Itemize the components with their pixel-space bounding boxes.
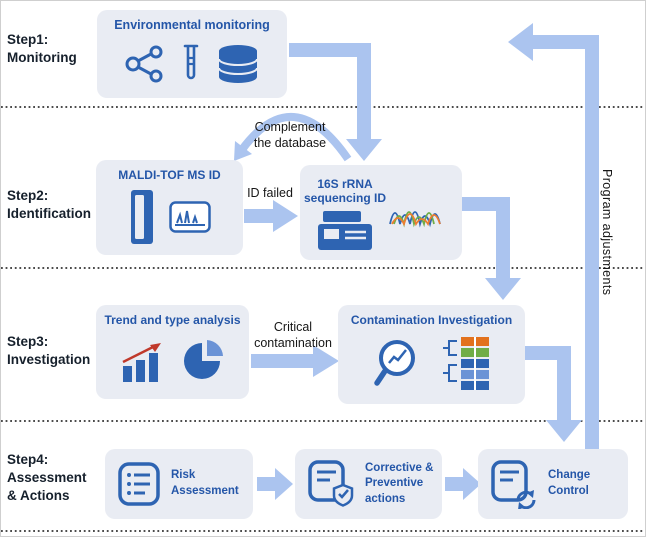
sequencer-icon (316, 210, 374, 252)
step4-label-line1: Step4: (7, 452, 49, 467)
critical-line2: contamination (254, 336, 332, 351)
maldi-icons (129, 182, 211, 255)
trend-icons (119, 327, 227, 399)
shield-check-document-icon (307, 459, 355, 509)
change-control-box: Change Control (478, 449, 628, 519)
complement-arrowhead (234, 141, 252, 161)
bar-chart-icon (119, 338, 167, 384)
arrow-complement-database (234, 112, 352, 162)
step4-label-line2: Assessment (7, 469, 87, 485)
trend-analysis-title: Trend and type analysis (104, 313, 241, 327)
id-failed-label: ID failed (247, 186, 293, 200)
arrow-16s-to-contamination (462, 197, 521, 300)
molecule-icon (123, 44, 167, 84)
program-adjustments-label: Program adjustments (600, 169, 614, 296)
contamination-investigation-title: Contamination Investigation (350, 313, 513, 327)
complement-database-label: Complement the database (231, 119, 349, 152)
magnifier-chart-icon (371, 336, 423, 392)
arrow-risk-to-corrective (257, 468, 293, 500)
step-separators (1, 106, 645, 532)
corrective-preventive-box: Corrective & Preventive actions (295, 449, 442, 519)
sixteen-s-left: 16S rRNA sequencing ID (304, 173, 386, 253)
arrow-program-adjustments (508, 23, 599, 449)
chromatogram-icon (388, 196, 444, 230)
corrective-label-line2: Preventive (365, 477, 424, 490)
step4-label-line3: & Actions (7, 487, 70, 503)
arrow-id-failed (244, 200, 298, 232)
step2-label-line2: Identification (7, 205, 91, 221)
arrow-monitoring-to-16s (289, 43, 382, 161)
complement-arc (237, 112, 352, 162)
environmental-monitoring-box: Environmental monitoring (97, 10, 287, 98)
risk-assessment-label: Risk Assessment (171, 468, 239, 499)
corrective-label-line1: Corrective & (365, 461, 434, 474)
critical-contamination-label: Critical contamination (247, 319, 339, 352)
step1-label-line1: Step1: (7, 32, 49, 47)
environmental-icons (123, 33, 261, 98)
test-tube-icon (181, 43, 201, 85)
sixteen-s-title-line1: 16S rRNA (317, 176, 373, 191)
sixteen-s-box: 16S rRNA sequencing ID (300, 165, 462, 260)
step3-label: Step3: Investigation (7, 333, 90, 369)
arrow-contamination-to-change (525, 346, 582, 442)
change-label-line1: Change (548, 469, 591, 482)
step1-label-line2: Monitoring (7, 49, 77, 65)
risk-assessment-box: Risk Assessment (105, 449, 253, 519)
step2-label: Step2: Identification (7, 187, 91, 223)
critical-line1: Critical (273, 320, 313, 334)
trend-arrow-icon (149, 343, 161, 353)
corrective-label-line3: actions (365, 492, 406, 505)
heatmap-icon (437, 334, 493, 394)
arrow-corrective-to-change (445, 468, 481, 500)
maldi-tof-title: MALDI-TOF MS ID (118, 168, 221, 182)
step3-label-line1: Step3: (7, 334, 49, 349)
maldi-tof-box: MALDI-TOF MS ID (96, 160, 243, 255)
trend-analysis-box: Trend and type analysis (96, 305, 249, 399)
risk-label-line2: Assessment (171, 485, 239, 497)
risk-document-icon (117, 461, 161, 507)
corrective-preventive-label: Corrective & Preventive actions (365, 461, 433, 508)
sixteen-s-title: 16S rRNA sequencing ID (304, 173, 386, 206)
spectrum-icon (168, 200, 211, 233)
arrow-critical-contamination (251, 345, 339, 377)
risk-label-line1: Risk (171, 469, 196, 482)
flow-arrows (244, 23, 599, 500)
pie-chart-icon (181, 338, 227, 384)
step2-label-line1: Step2: (7, 188, 49, 203)
complement-line2: the database (253, 136, 327, 151)
change-label-line2: Control (548, 485, 589, 497)
contamination-investigation-box: Contamination Investigation (338, 305, 525, 404)
database-icon (215, 43, 261, 85)
step4-label: Step4: Assessment & Actions (7, 451, 87, 504)
change-cycle-document-icon (490, 459, 538, 509)
environmental-monitoring-title: Environmental monitoring (114, 18, 270, 32)
sixteen-s-title-line2: sequencing ID (304, 191, 387, 205)
step3-label-line2: Investigation (7, 351, 91, 367)
change-control-label: Change Control (548, 468, 590, 499)
contamination-icons (371, 327, 493, 404)
maldi-instrument-icon (129, 188, 155, 246)
complement-line1: Complement (254, 120, 326, 134)
step1-label: Step1: Monitoring (7, 31, 77, 67)
